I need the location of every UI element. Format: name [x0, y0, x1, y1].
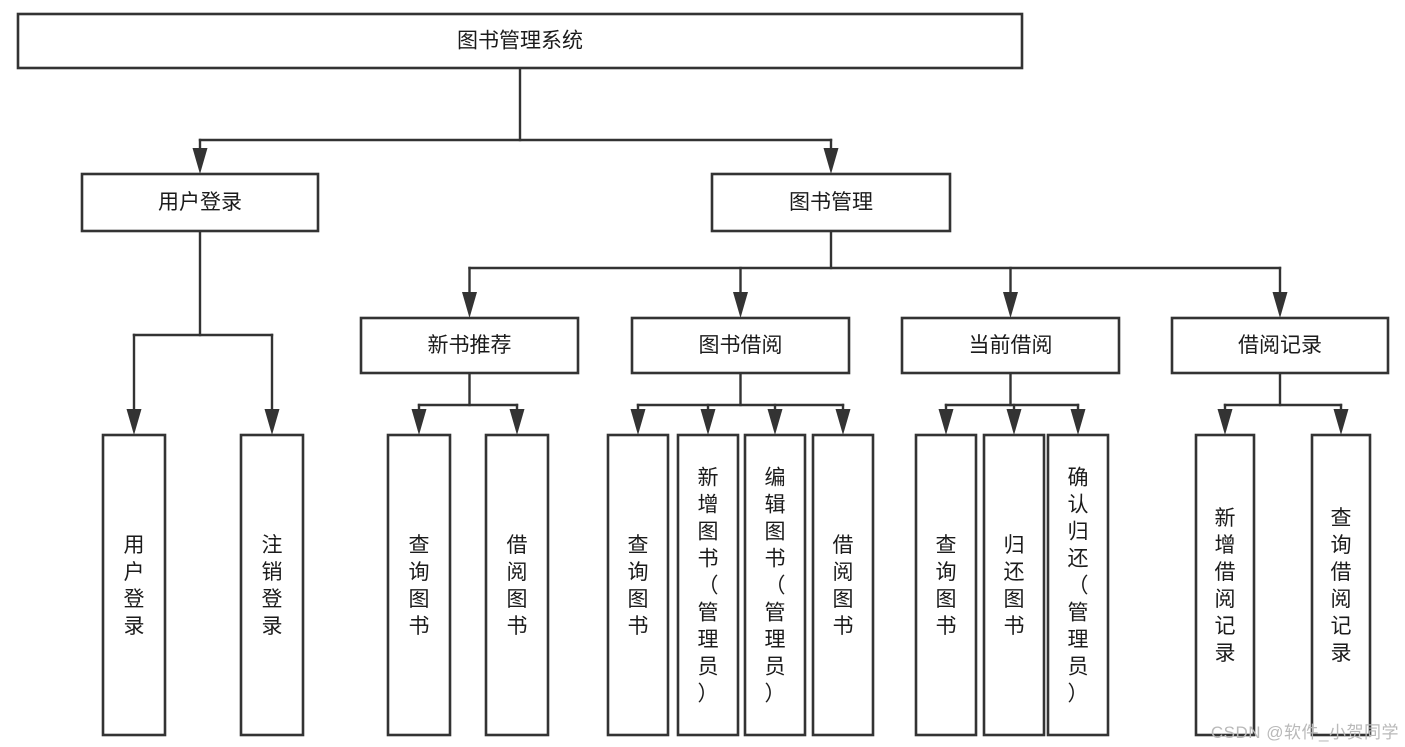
node-label: 借阅记录 — [1238, 334, 1322, 357]
node-box[interactable] — [606, 433, 670, 737]
node-query-book-current[interactable]: 查询图书 — [914, 433, 978, 737]
node-label: 查询图书 — [936, 534, 957, 638]
node-box[interactable] — [359, 316, 580, 375]
arrow-head-icon — [1070, 409, 1086, 435]
node-label: 图书管理 — [789, 191, 873, 214]
arrow-head-icon — [126, 409, 142, 435]
node-label: 编辑图书（管理员） — [765, 467, 786, 706]
node-label: 归还图书 — [1004, 534, 1025, 638]
node-box[interactable] — [16, 12, 1024, 70]
node-box[interactable] — [386, 433, 452, 737]
arrow-head-icon — [1217, 409, 1233, 435]
arrow-head-icon — [938, 409, 954, 435]
arrow-head-icon — [411, 409, 427, 435]
node-query-book-borrow[interactable]: 查询图书 — [606, 433, 670, 737]
node-book-borrow[interactable]: 图书借阅 — [630, 316, 851, 375]
connector-current-borrow-to-leaves — [938, 371, 1086, 435]
node-label: 查询图书 — [409, 534, 430, 638]
connector-borrow-record-to-leaves — [1217, 371, 1349, 435]
node-borrow-book-recommend[interactable]: 借阅图书 — [484, 433, 550, 737]
node-borrow-record[interactable]: 借阅记录 — [1170, 316, 1390, 375]
node-box[interactable] — [743, 433, 807, 737]
arrow-head-icon — [1003, 292, 1018, 318]
node-label: 图书借阅 — [699, 334, 783, 357]
node-box[interactable] — [630, 316, 851, 375]
node-label: 查询图书 — [628, 534, 649, 638]
node-user-logout-leaf[interactable]: 注销登录 — [239, 433, 305, 737]
connector-book-management-to-level2 — [462, 229, 1288, 318]
connector-user-login-to-leaves — [126, 229, 280, 435]
node-label: 用户登录 — [124, 534, 145, 638]
node-query-book-recommend[interactable]: 查询图书 — [386, 433, 452, 737]
connector-new-book-recommend-to-leaves — [411, 371, 525, 435]
node-box[interactable] — [1194, 433, 1256, 737]
node-current-borrow[interactable]: 当前借阅 — [900, 316, 1121, 375]
node-label: 当前借阅 — [969, 334, 1053, 357]
arrow-head-icon — [509, 409, 525, 435]
node-label: 注销登录 — [262, 534, 283, 638]
node-label: 借阅图书 — [833, 534, 854, 638]
node-user-login[interactable]: 用户登录 — [80, 172, 320, 233]
arrow-head-icon — [630, 409, 646, 435]
connector-layer — [126, 66, 1349, 435]
node-label: 确认归还（管理员） — [1068, 467, 1089, 706]
arrow-head-icon — [767, 409, 783, 435]
node-box[interactable] — [1170, 316, 1390, 375]
node-borrow-book-borrow[interactable]: 借阅图书 — [811, 433, 875, 737]
node-confirm-return-admin[interactable]: 确认归还（管理员） — [1046, 433, 1110, 737]
watermark-text: CSDN @软件_小贺同学 — [1210, 723, 1399, 742]
node-label: 图书管理系统 — [457, 30, 583, 53]
arrow-head-icon — [192, 148, 208, 174]
node-add-borrow-record[interactable]: 新增借阅记录 — [1194, 433, 1256, 737]
node-return-book[interactable]: 归还图书 — [982, 433, 1046, 737]
node-new-book-recommend[interactable]: 新书推荐 — [359, 316, 580, 375]
connector-book-borrow-to-leaves — [630, 371, 851, 435]
node-box[interactable] — [101, 433, 167, 737]
arrow-head-icon — [835, 409, 851, 435]
node-box[interactable] — [982, 433, 1046, 737]
arrow-head-icon — [1006, 409, 1022, 435]
node-query-borrow-record[interactable]: 查询借阅记录 — [1310, 433, 1372, 737]
node-label: 查询借阅记录 — [1331, 507, 1352, 665]
arrow-head-icon — [462, 292, 477, 318]
node-box[interactable] — [239, 433, 305, 737]
node-box[interactable] — [1310, 433, 1372, 737]
node-box[interactable] — [676, 433, 740, 737]
node-user-login-leaf[interactable]: 用户登录 — [101, 433, 167, 737]
node-book-management[interactable]: 图书管理 — [710, 172, 952, 233]
arrow-head-icon — [823, 148, 839, 174]
arrow-head-icon — [700, 409, 716, 435]
arrow-head-icon — [264, 409, 280, 435]
node-root[interactable]: 图书管理系统 — [16, 12, 1024, 70]
node-box[interactable] — [811, 433, 875, 737]
node-box[interactable] — [80, 172, 320, 233]
arrow-head-icon — [1272, 292, 1288, 318]
node-box[interactable] — [710, 172, 952, 233]
node-box[interactable] — [914, 433, 978, 737]
node-label: 新增图书（管理员） — [698, 467, 719, 706]
node-box[interactable] — [900, 316, 1121, 375]
node-label: 用户登录 — [158, 191, 242, 214]
node-box[interactable] — [1046, 433, 1110, 737]
node-box[interactable] — [484, 433, 550, 737]
node-label: 新书推荐 — [428, 334, 512, 357]
node-label: 新增借阅记录 — [1215, 507, 1236, 665]
connector-root-to-level1 — [192, 66, 839, 174]
arrow-head-icon — [733, 292, 748, 318]
node-add-book-admin[interactable]: 新增图书（管理员） — [676, 433, 740, 737]
node-edit-book-admin[interactable]: 编辑图书（管理员） — [743, 433, 807, 737]
arrow-head-icon — [1333, 409, 1349, 435]
node-label: 借阅图书 — [507, 534, 528, 638]
